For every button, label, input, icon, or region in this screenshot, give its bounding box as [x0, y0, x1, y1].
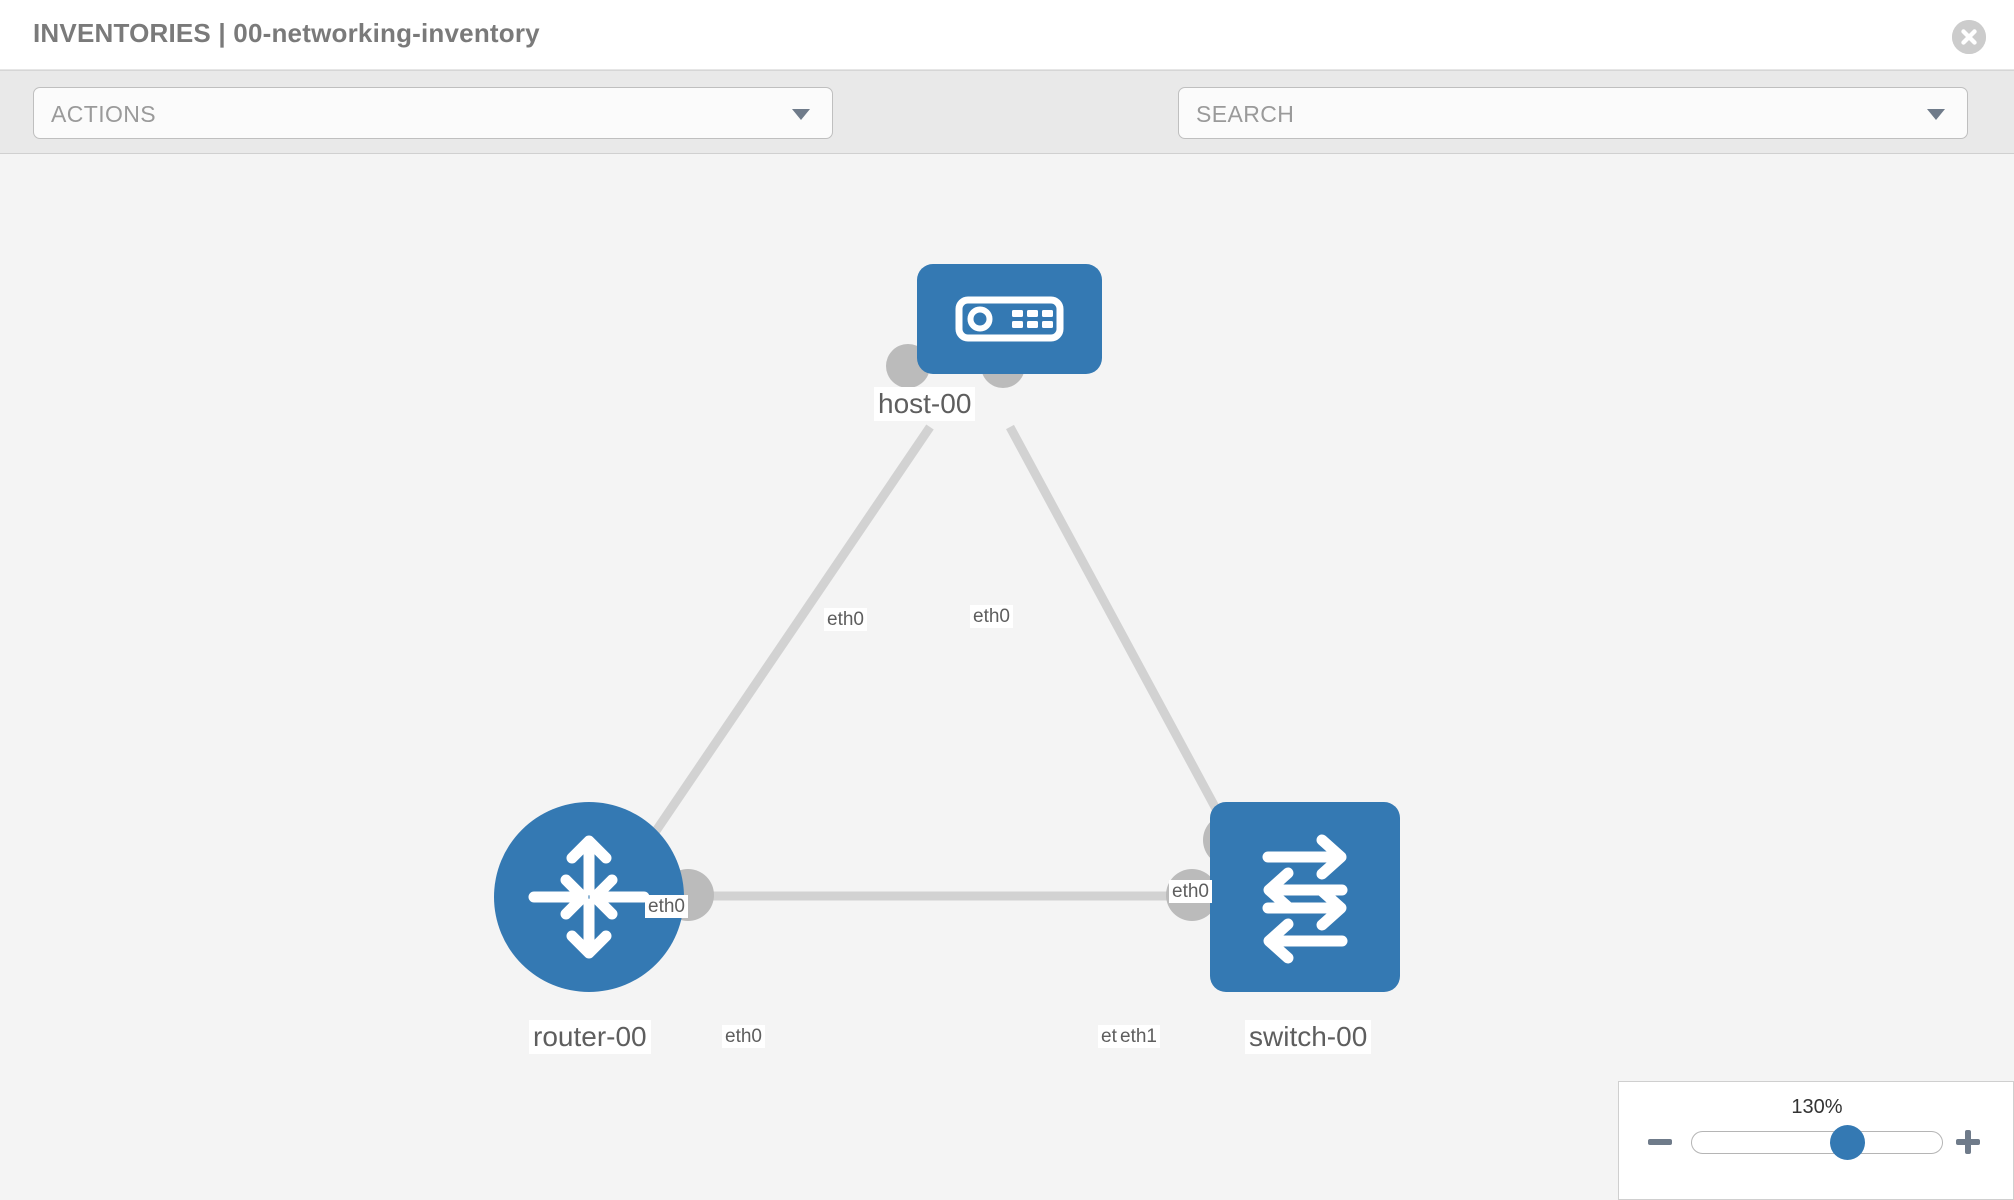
node-host-00[interactable] — [917, 264, 1102, 374]
search-placeholder: SEARCH — [1196, 101, 1295, 127]
chevron-down-icon — [792, 109, 810, 120]
node-label-router-00: router-00 — [529, 1020, 651, 1054]
page-title: INVENTORIES | 00-networking-inventory — [33, 18, 540, 48]
iface-label-switch00-eth1: eth1 — [1117, 1025, 1160, 1048]
router-arrows-icon — [528, 835, 650, 959]
iface-label-host00-eth0-left: eth0 — [824, 608, 867, 631]
node-label-switch-00: switch-00 — [1245, 1020, 1372, 1054]
minus-icon — [1648, 1139, 1672, 1145]
toolbar: ACTIONS SEARCH — [0, 70, 2014, 202]
iface-label-switch00-eth0-up: eth0 — [1169, 880, 1212, 903]
node-switch-00[interactable] — [1210, 802, 1400, 992]
zoom-in-button[interactable] — [1954, 1128, 1982, 1161]
zoom-level-value: 130% — [1791, 1096, 1843, 1118]
iface-label-router00-eth0: eth0 — [722, 1025, 765, 1048]
node-label-host-00: host-00 — [874, 387, 976, 421]
zoom-slider-thumb[interactable] — [1830, 1125, 1865, 1160]
edge-host00-switch00 — [1006, 424, 1239, 847]
iface-label-router00-eth0-up: eth0 — [645, 895, 688, 918]
zoom-control-panel: 130% — [1618, 1081, 2014, 1200]
plus-icon — [1956, 1130, 1980, 1154]
page-header: INVENTORIES | 00-networking-inventory — [0, 0, 2014, 70]
chevron-down-icon[interactable] — [1927, 109, 1945, 120]
server-icon — [955, 296, 1064, 342]
search-input[interactable]: SEARCH — [1178, 87, 1968, 139]
actions-dropdown[interactable]: ACTIONS — [33, 87, 833, 139]
switch-arrows-icon — [1262, 834, 1348, 964]
actions-dropdown-label: ACTIONS — [51, 101, 157, 127]
zoom-slider[interactable] — [1691, 1125, 1943, 1160]
edge-host00-router00 — [616, 424, 934, 887]
close-icon[interactable] — [1952, 20, 1986, 54]
interface-endpoints — [662, 344, 1255, 921]
iface-label-host00-eth0-right: eth0 — [970, 605, 1013, 628]
topology-canvas[interactable]: host-00 router-00 switch-00 eth0 eth0 et… — [0, 154, 2014, 1200]
zoom-out-button[interactable] — [1646, 1128, 1674, 1161]
